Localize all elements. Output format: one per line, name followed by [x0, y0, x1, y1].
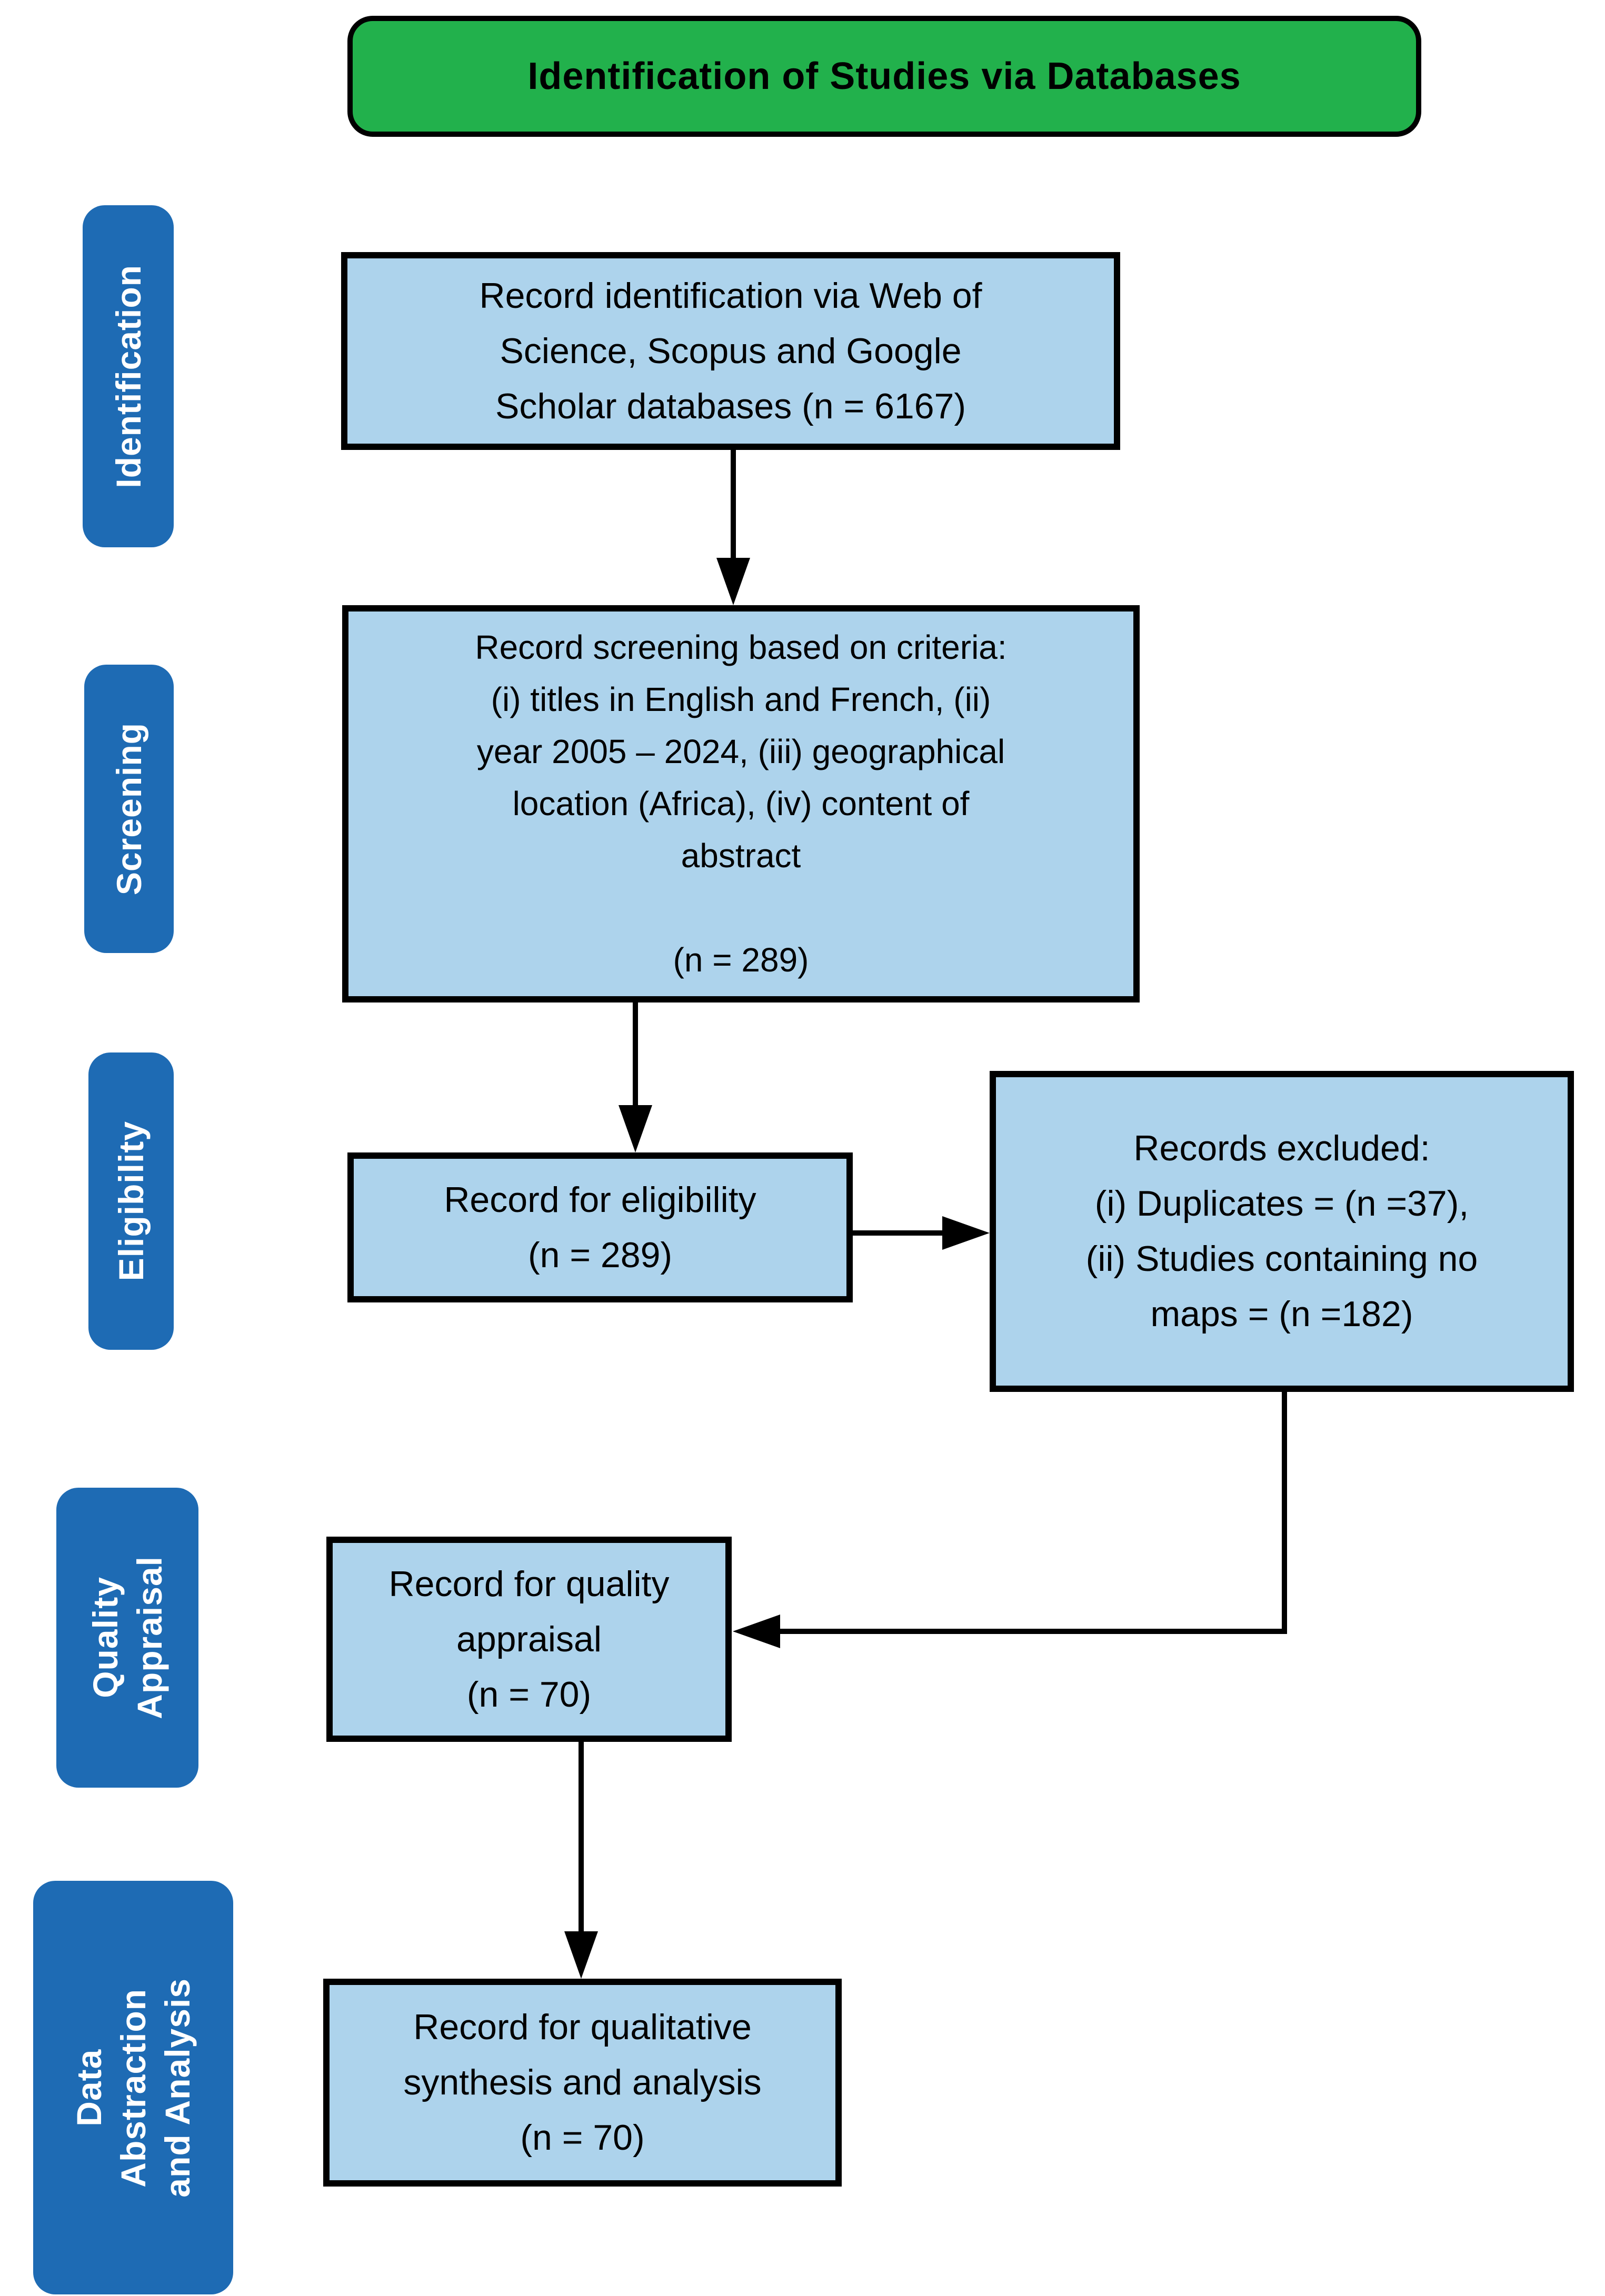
stage-label-text: Eligibility: [112, 1121, 151, 1281]
stage-label-eligibility: Eligibility: [88, 1052, 174, 1350]
arrow-excluded-to-quality-appraisal: [733, 1392, 1287, 1648]
stage-label-text: Identification: [108, 264, 148, 488]
box-record-identification: Record identification via Web of Science…: [341, 252, 1120, 450]
box-text: Record for qualitative synthesis and ana…: [403, 2007, 762, 2158]
box-record-quality-appraisal: Record for quality appraisal (n = 70): [326, 1537, 732, 1742]
box-record-for-eligibility: Record for eligibility (n = 289): [347, 1152, 853, 1302]
stage-label-screening: Screening: [84, 665, 174, 953]
header-banner: Identification of Studies via Databases: [347, 16, 1421, 137]
stage-label-text: Data Abstraction and Analysis: [69, 1978, 197, 2198]
stage-label-quality-appraisal: Quality Appraisal: [56, 1488, 198, 1788]
box-text: Record for quality appraisal (n = 70): [388, 1563, 670, 1715]
box-text: Record screening based on criteria: (i) …: [475, 628, 1007, 979]
box-record-screening: Record screening based on criteria: (i) …: [342, 605, 1140, 1002]
arrow-quality-appraisal-to-synthesis: [564, 1742, 598, 1979]
arrow-identification-to-screening: [716, 450, 750, 605]
arrow-eligibility-to-excluded: [853, 1216, 990, 1250]
box-text: Records excluded: (i) Duplicates = (n =3…: [1085, 1128, 1478, 1334]
arrow-screening-to-eligibility: [619, 1002, 652, 1152]
box-text: Record identification via Web of Science…: [479, 275, 982, 426]
stage-label-text: Quality Appraisal: [86, 1556, 169, 1719]
header-title: Identification of Studies via Databases: [527, 55, 1241, 97]
box-text: Record for eligibility (n = 289): [444, 1179, 756, 1275]
box-record-qualitative-synthesis: Record for qualitative synthesis and ana…: [323, 1979, 842, 2187]
stage-label-data-abstraction: Data Abstraction and Analysis: [33, 1881, 233, 2294]
stage-label-identification: Identification: [83, 205, 174, 547]
box-records-excluded: Records excluded: (i) Duplicates = (n =3…: [990, 1071, 1574, 1392]
stage-label-text: Screening: [109, 722, 148, 896]
